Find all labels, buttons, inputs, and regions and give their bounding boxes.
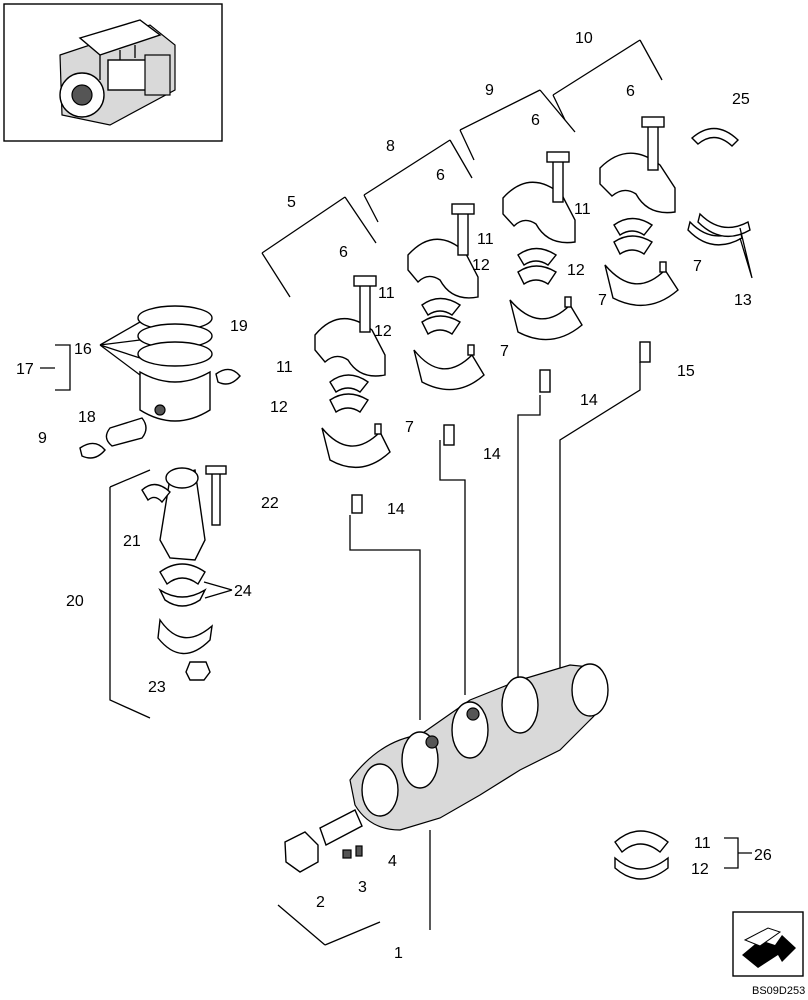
rod-bushing bbox=[141, 483, 171, 504]
rod-cap bbox=[157, 618, 213, 655]
callout-labels: 1 2 3 4 5 6 6 6 6 7 7 7 7 8 9 9 10 11 11… bbox=[16, 30, 772, 962]
callout-13: 13 bbox=[734, 292, 752, 309]
crank-gear bbox=[284, 831, 319, 873]
thrust-washers bbox=[687, 127, 751, 246]
callout-7d: 7 bbox=[693, 258, 702, 275]
main-bearing-set-5 bbox=[314, 275, 391, 514]
bearing-shell bbox=[613, 217, 654, 236]
next-page-arrow-icon[interactable] bbox=[732, 911, 804, 977]
callout-6c: 6 bbox=[531, 112, 540, 129]
callout-11: 11 bbox=[276, 359, 293, 376]
engine-inset bbox=[3, 3, 223, 142]
callout-7b: 7 bbox=[500, 343, 509, 360]
snap-ring bbox=[215, 368, 241, 385]
callout-20: 20 bbox=[66, 593, 84, 610]
main-bearing-set-8 bbox=[407, 203, 485, 446]
callout-26: 26 bbox=[754, 847, 772, 864]
thrust-washer bbox=[690, 127, 740, 147]
main-bearing-set-9 bbox=[502, 151, 583, 393]
main-bearing-cap bbox=[509, 299, 583, 341]
bearing-shell bbox=[158, 588, 207, 607]
callout-11e: 11 bbox=[694, 835, 711, 852]
callout-1: 1 bbox=[394, 945, 403, 962]
callout-4: 4 bbox=[388, 853, 397, 870]
callout-14c: 14 bbox=[580, 392, 598, 409]
callout-7c: 7 bbox=[598, 292, 607, 309]
callout-18: 18 bbox=[78, 409, 96, 426]
callout-9: 9 bbox=[485, 82, 494, 99]
drawing-code: BS09D253 bbox=[752, 985, 805, 997]
engine-overview-icon bbox=[59, 19, 176, 126]
callout-16: 16 bbox=[74, 341, 92, 358]
bearing-shell bbox=[614, 856, 669, 880]
callout-7: 7 bbox=[405, 419, 414, 436]
main-bearing-set-10 bbox=[599, 116, 679, 363]
callout-6b: 6 bbox=[436, 167, 445, 184]
bearing-shell bbox=[517, 247, 558, 266]
callout-11b: 11 bbox=[378, 285, 395, 302]
callout-22: 22 bbox=[261, 495, 279, 512]
bearing-shell bbox=[329, 393, 369, 414]
bearing-shell-pair bbox=[614, 830, 669, 880]
callout-14: 14 bbox=[387, 501, 405, 518]
callout-5: 5 bbox=[287, 194, 296, 211]
callout-19: 19 bbox=[230, 318, 248, 335]
bearing-shell bbox=[421, 297, 462, 316]
piston-assembly bbox=[79, 305, 241, 459]
bearing-shell bbox=[329, 374, 370, 393]
piston-pin bbox=[105, 417, 147, 447]
callout-12d: 12 bbox=[567, 262, 585, 279]
callout-21: 21 bbox=[123, 533, 141, 550]
main-bearing-cap bbox=[321, 427, 391, 469]
callout-9b: 9 bbox=[38, 430, 47, 447]
callout-23: 23 bbox=[148, 679, 166, 696]
bearing-shell bbox=[614, 830, 669, 854]
callout-11c: 11 bbox=[477, 231, 494, 248]
callout-12c: 12 bbox=[472, 257, 490, 274]
main-bearing-cap bbox=[604, 264, 679, 307]
main-bearing-cap bbox=[314, 317, 386, 377]
snap-ring bbox=[79, 442, 106, 459]
callout-24: 24 bbox=[234, 583, 252, 600]
callout-17: 17 bbox=[16, 361, 34, 378]
main-bearing-cap bbox=[413, 349, 485, 391]
piston-ring bbox=[137, 341, 213, 367]
crankshaft bbox=[284, 663, 609, 873]
callout-12e: 12 bbox=[691, 861, 709, 878]
connecting-rod bbox=[159, 469, 206, 561]
routing-lines bbox=[40, 227, 753, 946]
callout-12b: 12 bbox=[374, 323, 392, 340]
bearing-shell bbox=[517, 265, 557, 286]
callout-3: 3 bbox=[358, 879, 367, 896]
connecting-rod-assembly bbox=[141, 465, 227, 681]
main-bearing-cap bbox=[599, 152, 676, 214]
callout-6: 6 bbox=[339, 244, 348, 261]
callout-10: 10 bbox=[575, 30, 593, 47]
bearing-shell bbox=[159, 563, 206, 586]
callout-11d: 11 bbox=[574, 201, 591, 218]
thrust-washer bbox=[697, 212, 751, 238]
piston-with-rings bbox=[139, 370, 211, 422]
callout-15: 15 bbox=[677, 363, 695, 380]
bearing-shell bbox=[421, 315, 461, 336]
callout-25: 25 bbox=[732, 91, 750, 108]
group-brackets bbox=[261, 39, 663, 298]
rod-nut bbox=[185, 661, 211, 681]
bearing-shell bbox=[613, 235, 653, 256]
callout-14b: 14 bbox=[483, 446, 501, 463]
main-bearing-cap bbox=[502, 181, 576, 244]
callout-8: 8 bbox=[386, 138, 395, 155]
callout-12: 12 bbox=[270, 399, 288, 416]
callout-6d: 6 bbox=[626, 83, 635, 100]
callout-2: 2 bbox=[316, 894, 325, 911]
